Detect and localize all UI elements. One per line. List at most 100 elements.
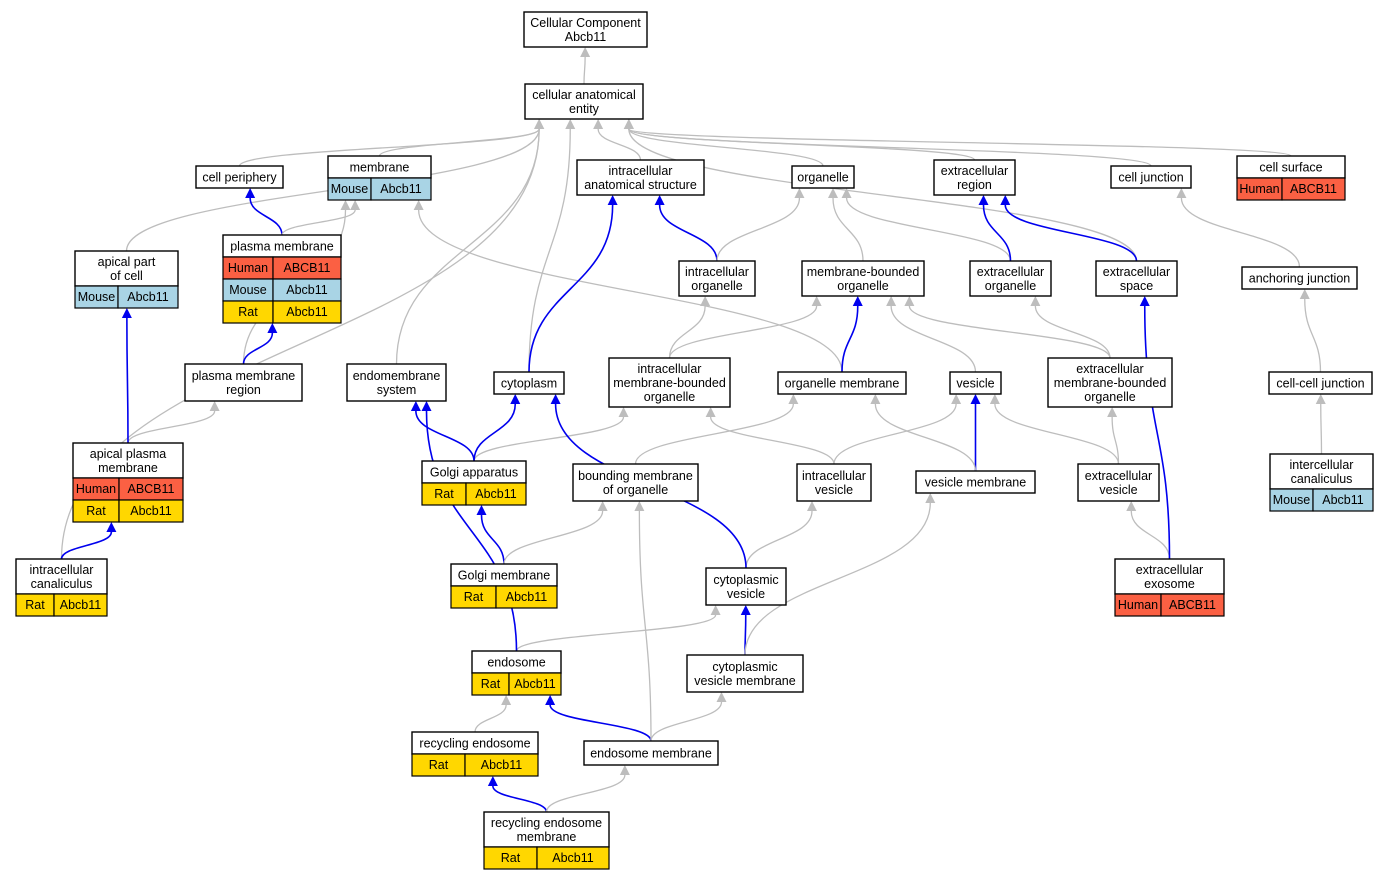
go-term-cell-junction[interactable]: cell junction xyxy=(1110,165,1192,189)
edge-plasma_membrane-to-cell_periphery xyxy=(245,188,283,236)
go-term-organelle[interactable]: organelle xyxy=(791,165,855,189)
species-label: Mouse xyxy=(78,290,116,304)
edge-arrowhead xyxy=(607,195,618,205)
term-label: cell-cell junction xyxy=(1276,377,1364,391)
edge-line xyxy=(982,204,1012,262)
edge-arrowhead xyxy=(951,394,962,404)
edge-line xyxy=(1143,305,1171,560)
term-label: recycling endosome xyxy=(419,737,530,751)
go-term-cell-cell-junction[interactable]: cell-cell junction xyxy=(1268,371,1373,395)
go-term-organelle-membrane[interactable]: organelle membrane xyxy=(777,371,907,395)
term-box xyxy=(1095,260,1178,297)
term-label: Golgi apparatus xyxy=(430,466,518,480)
term-box xyxy=(524,83,644,120)
edge-line xyxy=(127,410,216,444)
edge-line xyxy=(634,403,795,465)
gene-label: Abcb11 xyxy=(1322,493,1364,507)
term-label: region xyxy=(957,178,992,192)
species-label: Mouse xyxy=(1273,493,1311,507)
edge-endosome_membrane-to-bounding_membrane xyxy=(634,501,652,742)
edge-pm_region-to-plasma_membrane xyxy=(242,323,278,365)
gene-label: Abcb11 xyxy=(506,590,548,604)
term-label: bounding membrane xyxy=(578,469,693,483)
go-term-vesicle[interactable]: vesicle xyxy=(949,371,1002,395)
edge-imbo-to-mbo xyxy=(668,296,822,359)
term-label: canaliculus xyxy=(1291,472,1353,486)
edge-line xyxy=(1004,204,1138,262)
edge-arrowhead xyxy=(245,188,256,198)
edge-arrowhead xyxy=(978,195,989,205)
edge-line xyxy=(503,510,604,565)
edge-re_membrane-to-endosome_membrane xyxy=(545,765,630,813)
edge-line xyxy=(908,305,1111,359)
gene-cell xyxy=(536,846,610,870)
edge-cytoplasmic_vesicle-to-intracellular_vesicle xyxy=(745,501,817,569)
go-term-cell-periphery[interactable]: cell periphery xyxy=(195,165,284,189)
go-term-endosome-membrane[interactable]: endosome membrane xyxy=(583,740,719,766)
gene-label: Abcb11 xyxy=(475,487,517,501)
term-box xyxy=(74,250,179,287)
term-label: membrane xyxy=(517,830,577,844)
gene-label: ABCB11 xyxy=(127,482,174,496)
edge-line xyxy=(638,510,652,742)
species-label: Rat xyxy=(481,677,501,691)
edge-arrowhead xyxy=(740,605,751,615)
edge-cell_cell_junction-to-anchoring_junction xyxy=(1299,289,1322,373)
edge-extracellular_space-to-extracellular_region xyxy=(1000,195,1138,262)
edge-line xyxy=(744,502,931,656)
term-box xyxy=(195,165,284,189)
term-label: intracellular xyxy=(30,563,94,577)
edge-cv_membrane-to-vesicle_membrane xyxy=(744,493,936,656)
term-label: vesicle xyxy=(727,587,765,601)
go-term-vesicle-membrane[interactable]: vesicle membrane xyxy=(915,470,1036,494)
term-label: extracellular xyxy=(977,265,1044,279)
edge-intracellular_organelle-to-ias xyxy=(654,195,718,262)
go-term-cytoplasm[interactable]: cytoplasm xyxy=(493,371,565,395)
edge-line xyxy=(1304,298,1322,373)
species-label: Rat xyxy=(464,590,484,604)
species-label: Rat xyxy=(86,504,106,518)
edge-extracellular_organelle-to-organelle xyxy=(841,188,1012,262)
edge-recycling_endosome-to-endosome xyxy=(474,695,512,733)
edge-organelle_membrane-to-mbo xyxy=(841,296,863,373)
go-term-anchoring-junction[interactable]: anchoring junction xyxy=(1241,266,1358,290)
term-label: vesicle xyxy=(815,483,853,497)
edge-arrowhead xyxy=(1126,501,1137,511)
edge-line xyxy=(515,614,717,652)
term-label: cell junction xyxy=(1118,171,1183,185)
